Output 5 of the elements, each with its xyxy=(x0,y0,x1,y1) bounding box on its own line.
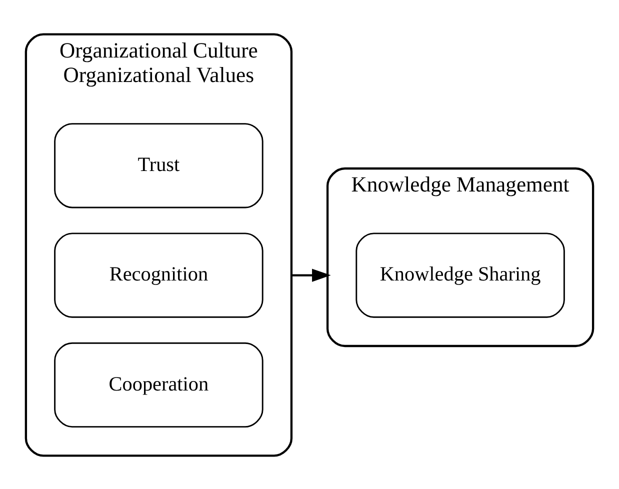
node-box: Trust xyxy=(54,122,264,208)
arrow xyxy=(291,268,331,282)
node-box: Knowledge Sharing xyxy=(356,232,565,318)
node-box: Cooperation xyxy=(54,342,264,428)
node-box: Recognition xyxy=(54,232,264,318)
